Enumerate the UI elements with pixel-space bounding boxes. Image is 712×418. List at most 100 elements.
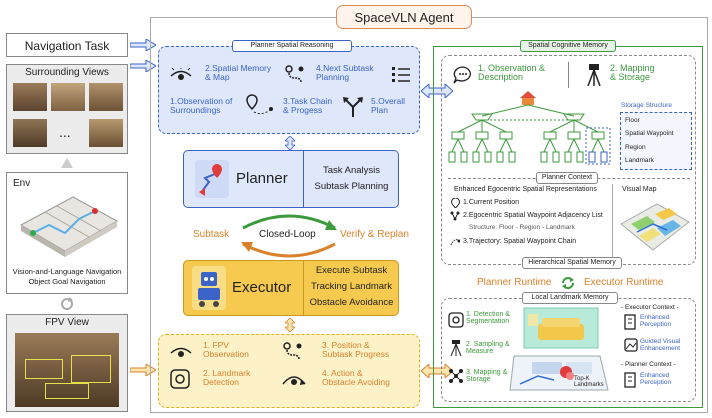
double-arrow-vertical-icon [285, 318, 295, 332]
memory-header: Spatial Cognitive Memory [520, 40, 616, 52]
loop-closed: Closed-Loop [259, 229, 316, 240]
local-landmark-header: Local Landmark Memory [522, 292, 618, 304]
floorplan-3d-icon [15, 189, 121, 259]
surrounding-views-label: Surrounding Views [25, 67, 109, 78]
topk-landmarks: Top-K Landmarks [574, 376, 604, 389]
image-icon [624, 338, 638, 352]
storage-structure-title: Storage Structure [621, 102, 672, 109]
detection-box [45, 383, 89, 399]
env-panel: Env Vision-and-Language Navigation Objec… [6, 172, 128, 294]
reasoning-item-observation: 1.Observation of Surroundings [170, 96, 233, 115]
reasoning-item-chain: 3.Task Chain & Progess [283, 96, 333, 115]
view-thumbnail [13, 119, 47, 147]
storage-level-waypoint: Spatial Waypoint [625, 130, 674, 137]
arrow-right-icon [130, 364, 156, 376]
route-icon [284, 64, 306, 84]
double-arrow-vertical-icon [285, 136, 295, 150]
landmark-scene-image [508, 306, 610, 392]
storage-level-region: Region [625, 144, 646, 151]
executor-task-execute: Execute Subtask [315, 265, 388, 276]
enhance-icon [624, 314, 636, 330]
view-thumbnail [89, 83, 123, 111]
visual-map-image [617, 196, 693, 258]
executor-runtime: Executor Runtime [584, 277, 664, 288]
env-label: Env [13, 178, 31, 189]
loop-arrow-bottom-icon [237, 242, 341, 260]
planner-reasoning-header: Planner Spatial Reasoning [232, 40, 352, 52]
hierarchy-tree-graph [448, 90, 618, 172]
surveying-tripod-icon [586, 64, 602, 86]
executor-divider [303, 261, 304, 315]
hierarchical-memory-header: Hierarchical Spatial Memory [522, 257, 622, 269]
enhance-icon [624, 372, 636, 388]
planner-runtime: Planner Runtime [477, 277, 552, 288]
rep-adjacency-list: 2.Egocentric Spatial Waypoint Adjacency … [463, 212, 603, 219]
storage-level-landmark: Landmark [625, 157, 654, 164]
route-pin-icon [195, 160, 229, 198]
local-detection: 1. Detection & Segmentation [466, 311, 510, 326]
view-thumbnail [13, 83, 47, 111]
camera-scan-icon [448, 312, 464, 328]
double-arrow-icon [421, 364, 453, 378]
fpv-image [15, 333, 119, 407]
loop-arrow-top-icon [237, 212, 341, 230]
fpv-view-panel: FPV View [6, 314, 128, 412]
detection-box [25, 359, 63, 379]
storage-structure-box [620, 112, 692, 170]
navigation-task-label: Navigation Task [24, 39, 110, 53]
loop-subtask: Subtask [193, 229, 230, 240]
env-caption-vln: Vision-and-Language Navigation [12, 267, 122, 276]
visual-map-label: Visual Map [622, 186, 657, 193]
cycle-arrows-icon [561, 276, 575, 290]
reasoning-item-memory: 2.Spatial Memory & Map [205, 63, 272, 82]
executor-step-fpv: 1. FPV Observation [203, 340, 249, 359]
ellipsis: ... [59, 124, 71, 140]
executor-context-label: - Executor Context - [621, 304, 679, 311]
planner-context-header: Planner Context [536, 172, 598, 184]
arrow-right-icon [130, 60, 156, 72]
guided-visual-enhancement: Guided Visual Enhancement [640, 338, 681, 352]
arrow-right-icon [130, 39, 156, 51]
executor-step-landmark: 2. Landmark Detection [203, 368, 251, 387]
eye-icon [170, 68, 192, 82]
view-thumbnail [89, 119, 123, 147]
surrounding-views-panel: Surrounding Views ... [6, 64, 128, 154]
navigation-task-box: Navigation Task [6, 33, 128, 57]
planner-context-small-label: - Planner Context - [621, 361, 676, 368]
executor-title: Executor [232, 279, 292, 296]
reasoning-item-overall: 5.Overall Plan [371, 96, 406, 115]
agent-title-badge: SpaceVLN Agent [336, 5, 472, 29]
planner-reasoning-panel [158, 46, 420, 134]
up-arrow-icon [61, 158, 73, 168]
fork-arrows-icon [343, 97, 363, 117]
route-icon [282, 341, 304, 361]
enhanced-reps-title: Enhanced Egocentric Spatial Representati… [454, 186, 597, 193]
trajectory-icon [450, 236, 460, 246]
planner-subtask-planning: Subtask Planning [314, 181, 389, 192]
speech-bubble-icon [453, 66, 473, 84]
rep-trajectory: 3.Trajectory: Spatial Waypoint Chain [463, 238, 577, 245]
planner-title: Planner [236, 170, 288, 187]
loop-verify: Verify & Replan [340, 229, 409, 240]
planner-enhanced-perception: Enhanced Perception [640, 372, 672, 386]
rep-current-position: 1.Current Position [463, 199, 520, 206]
double-arrow-icon [421, 84, 453, 98]
executor-task-obstacle: Obstacle Avoidance [309, 297, 394, 308]
local-sampling: 2. Sampling & Measure [466, 341, 510, 356]
graph-nodes-icon [449, 369, 463, 383]
camera-scan-icon [170, 369, 190, 389]
reasoning-item-next: 4.Next Subtask Planning [316, 63, 374, 82]
agent-title: SpaceVLN Agent [354, 10, 454, 25]
robot-icon [192, 266, 226, 310]
executor-task-tracking: Tracking Landmark [311, 281, 392, 292]
executor-enhanced-perception: Enhanced Perception [640, 314, 672, 328]
detection-box [71, 355, 111, 383]
avoid-arrow-icon [282, 372, 306, 386]
eye-icon [170, 345, 192, 359]
planner-task-analysis: Task Analysis [322, 165, 381, 176]
context-divider [612, 184, 613, 258]
planner-divider [303, 151, 304, 207]
rep-structure: Structure: Floor - Region - Landmark [469, 224, 575, 231]
location-pin-path-icon [246, 94, 274, 118]
checklist-icon [392, 66, 410, 82]
